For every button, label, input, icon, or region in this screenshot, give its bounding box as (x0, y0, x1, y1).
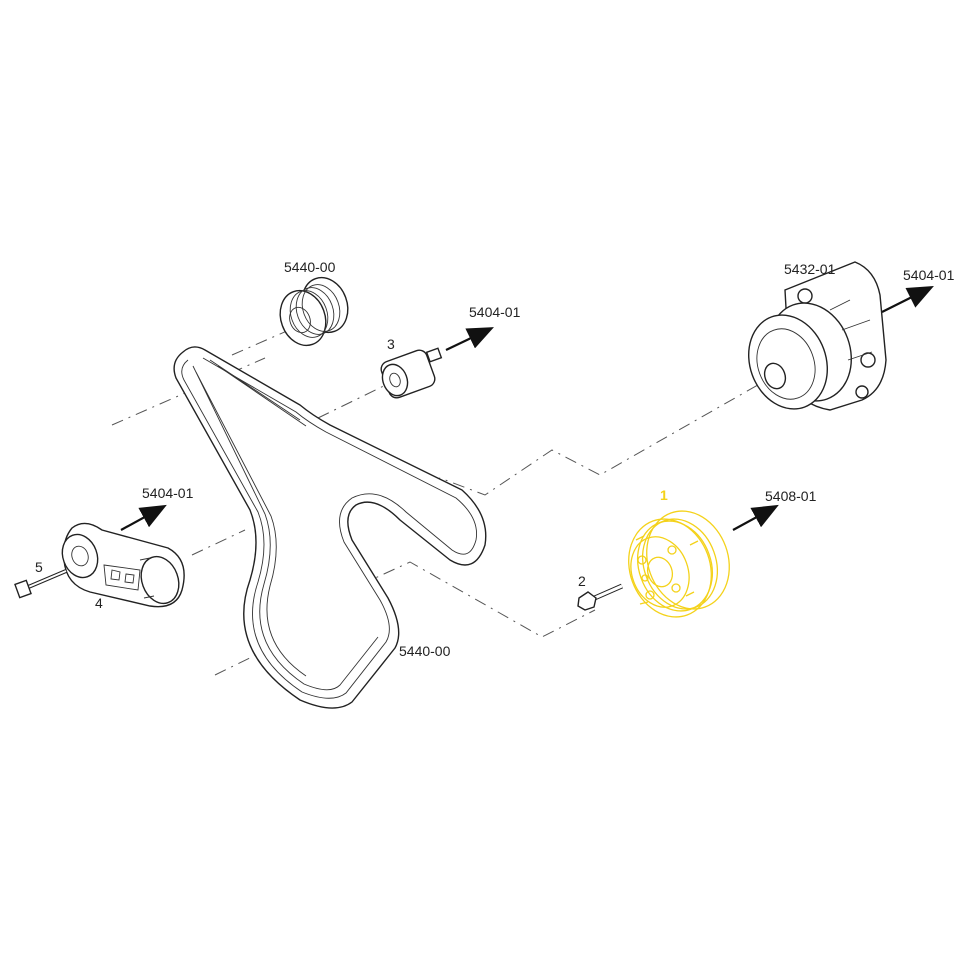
crankshaft-pulley-highlighted (628, 510, 730, 618)
label-crank-pulley-ref: 5408-01 (765, 488, 817, 504)
arrow-tensioner (120, 504, 167, 531)
arrow-crank-pulley (732, 504, 779, 531)
idler-bracket-3 (380, 347, 443, 399)
bolt-5 (14, 569, 67, 599)
label-item-1: 1 (660, 487, 668, 503)
label-item-5: 5 (35, 559, 43, 575)
label-bracket-ref: 5404-01 (469, 304, 521, 320)
arrow-water-pump (881, 286, 934, 313)
label-item-2: 2 (578, 573, 586, 589)
bolt-2 (577, 583, 624, 611)
label-water-pump: 5432-01 (784, 261, 836, 277)
reference-arrows (120, 286, 934, 531)
label-item-3: 3 (387, 336, 395, 352)
water-pump (747, 261, 887, 411)
label-item-4: 4 (95, 595, 103, 611)
label-belt: 5440-00 (399, 643, 451, 659)
serpentine-belt (173, 346, 487, 709)
idler-pulley (279, 276, 349, 347)
belt-tensioner (61, 522, 185, 608)
label-water-pump-arrow-ref: 5404-01 (903, 267, 955, 283)
callout-labels: 5440-00 5404-01 3 5404-01 5 4 5432-01 54… (35, 259, 955, 659)
arrow-bracket (445, 327, 494, 351)
label-idler-pulley: 5440-00 (284, 259, 336, 275)
label-tensioner-ref: 5404-01 (142, 485, 194, 501)
